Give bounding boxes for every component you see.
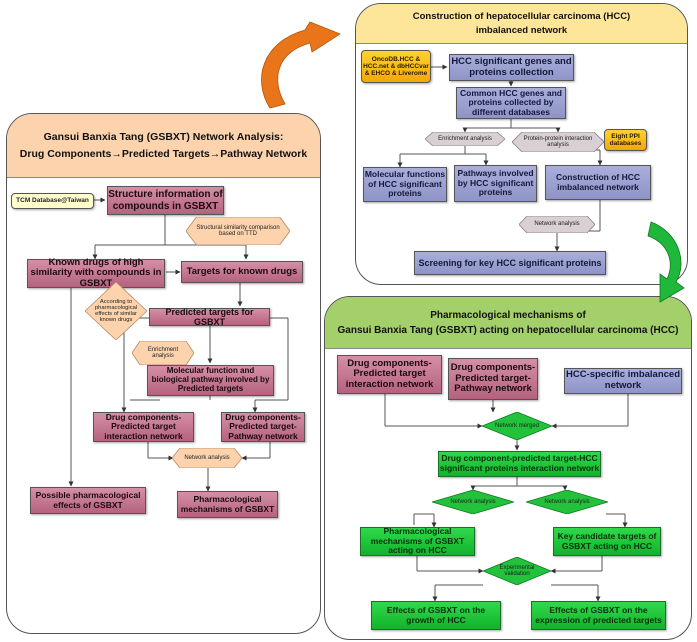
- top-right-title-line2: imbalanced network: [475, 25, 568, 36]
- network-merged-label: Network merged: [494, 422, 539, 429]
- network-analysis-diamond-br-right: Network analysis: [526, 490, 608, 514]
- screening-box: Screening for key HCC significant protei…: [414, 251, 606, 275]
- dc-pt-pathway-box-left: Drug components-Predicted target-Pathway…: [221, 412, 305, 442]
- molecular-functions-box: Molecular functions of HCC significant p…: [363, 167, 447, 202]
- network-merged-diamond: Network merged: [482, 412, 552, 440]
- hcc-collection-box: HCC significant genes and proteins colle…: [449, 54, 574, 81]
- left-panel-title-line2: Drug Components→Predicted Targets→Pathwa…: [19, 148, 308, 160]
- experimental-validation-diamond: Experimental validation: [483, 557, 551, 585]
- top-right-panel-header: Construction of hepatocellular carcinoma…: [356, 4, 687, 44]
- enrichment-diamond-left: Enrichment analysis: [132, 341, 194, 365]
- key-targets-box: Key candidate targets of GSBXT acting on…: [553, 527, 661, 556]
- structural-similarity-label: Structural similarity comparison based o…: [196, 224, 280, 237]
- ppi-analysis-label: Protein-protein interaction analysis: [523, 135, 593, 148]
- network-analysis-br-right-label: Network analysis: [544, 498, 590, 505]
- network-analysis-diamond-top: Network analysis: [519, 216, 595, 233]
- construction-network-box: Construction of HCC imbalanced network: [545, 165, 651, 200]
- enrichment-left-label: Enrichment analysis: [147, 346, 179, 359]
- top-right-title-line1: Construction of hepatocellular carcinoma…: [412, 11, 631, 22]
- molecular-function-box: Molecular function and biological pathwa…: [147, 365, 274, 396]
- dc-pt-pathway-box-right: Drug components-Predicted target-Pathway…: [448, 358, 538, 400]
- network-analysis-diamond-br-left: Network analysis: [432, 490, 514, 514]
- dc-pt-interaction-box-left: Drug components-Predicted target interac…: [93, 412, 194, 442]
- enrichment-top-label: Enrichment analysis: [438, 135, 492, 142]
- known-drugs-box: Known drugs of high similarity with comp…: [27, 257, 165, 289]
- hcc-specific-box: HCC-specific imbalanced network: [564, 368, 682, 394]
- tcm-database-box: TCM Database@Taiwan: [11, 193, 94, 209]
- left-panel-header: Gansui Banxia Tang (GSBXT) Network Analy…: [7, 114, 320, 178]
- pharm-mechanisms-box-right: Pharmacological mechanisms of GSBXT acti…: [360, 526, 475, 556]
- orange-curved-arrow: [261, 21, 341, 109]
- according-to-label: According to pharmacological effects of …: [94, 298, 138, 324]
- effects-growth-box: Effects of GSBXT on the growth of HCC: [371, 601, 501, 630]
- according-to-diamond: According to pharmacological effects of …: [85, 282, 147, 340]
- merged-network-box: Drug component-predicted target-HCC sign…: [438, 451, 601, 477]
- targets-known-drugs-box: Targets for known drugs: [181, 261, 303, 283]
- bottom-right-panel: Pharmacological mechanisms of Gansui Ban…: [324, 296, 692, 640]
- network-analysis-diamond-left: Network analysis: [172, 448, 242, 468]
- hcc-databases-box: OncoDB.HCC & HCC.net & dbHCCvar & EHCO &…: [361, 50, 431, 83]
- left-panel-title-line1: Gansui Banxia Tang (GSBXT) Network Analy…: [43, 131, 284, 143]
- dc-pt-interaction-box-right: Drug components-Predicted target interac…: [337, 355, 442, 394]
- possible-effects-box: Possible pharmacological effects of GSBX…: [30, 487, 146, 514]
- enrichment-diamond-top: Enrichment analysis: [425, 132, 505, 146]
- pharm-mechanisms-box-left: Pharmacological mechanisms of GSBXT: [177, 491, 278, 518]
- structural-similarity-diamond: Structural similarity comparison based o…: [186, 217, 290, 245]
- ppi-analysis-diamond: Protein-protein interaction analysis: [512, 132, 604, 152]
- network-analysis-br-left-label: Network analysis: [450, 498, 496, 505]
- ppi-databases-box: Eight PPI databases: [604, 129, 647, 151]
- pathways-box: Pathways involved by HCC significant pro…: [454, 165, 537, 202]
- network-analysis-top-label: Network analysis: [534, 221, 580, 228]
- bottom-right-title-line2: Gansui Banxia Tang (GSBXT) acting on hep…: [337, 324, 679, 336]
- predicted-targets-box: Predicted targets for GSBXT: [149, 307, 270, 327]
- structure-info-box: Structure information of compounds in GS…: [107, 186, 224, 215]
- network-analysis-left-label: Network analysis: [184, 454, 230, 461]
- bottom-right-panel-header: Pharmacological mechanisms of Gansui Ban…: [325, 297, 691, 349]
- experimental-validation-label: Experimental validation: [499, 564, 535, 577]
- common-hcc-box: Common HCC genes and proteins collected …: [456, 87, 566, 119]
- bottom-right-title-line1: Pharmacological mechanisms of: [430, 309, 586, 321]
- effects-expression-box: Effects of GSBXT on the expression of pr…: [531, 601, 666, 630]
